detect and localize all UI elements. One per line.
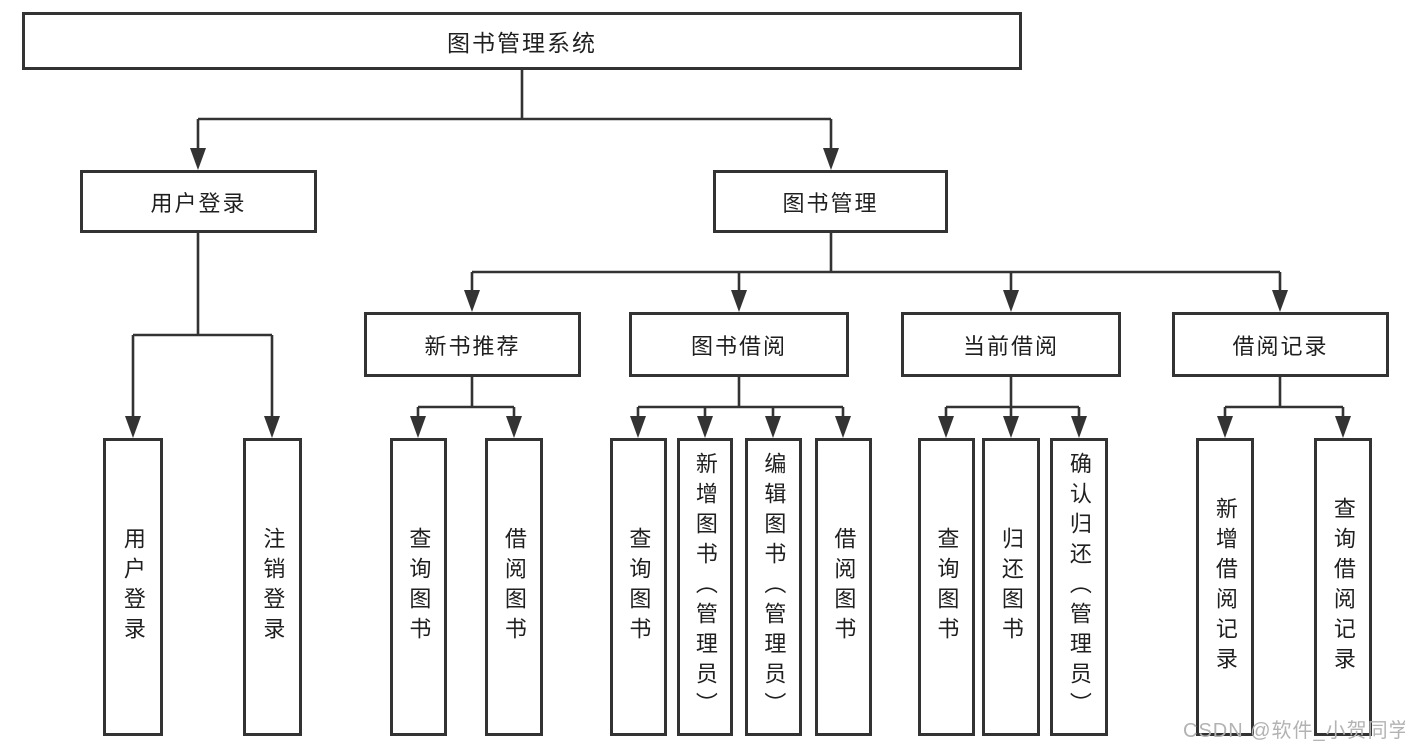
node-new-book-recommend: 新书推荐 (364, 312, 581, 377)
connector-bookborrow-to-leaves (630, 377, 851, 438)
node-borrow-records: 借阅记录 (1172, 312, 1389, 377)
leaf-add-borrow-record-label: 新增借阅记录 (1212, 497, 1238, 677)
leaf-query-borrow-record-label: 查询借阅记录 (1330, 497, 1356, 677)
leaf-add-borrow-record: 新增借阅记录 (1196, 438, 1254, 736)
node-current-borrowing: 当前借阅 (901, 312, 1121, 377)
connector-userlogin-to-leaves (125, 233, 280, 438)
leaf-borrow-books-label: 借阅图书 (831, 527, 857, 647)
leaf-edit-books-admin-label: 编辑图书（管理员） (761, 452, 787, 722)
node-book-borrowing: 图书借阅 (629, 312, 849, 377)
leaf-query-books-current-label: 查询图书 (934, 527, 960, 647)
connector-currentborrow-to-leaves (938, 377, 1087, 438)
leaf-query-books-current: 查询图书 (918, 438, 975, 736)
connector-newbooks-to-leaves (410, 377, 522, 438)
leaf-borrow-books-recommend-label: 借阅图书 (501, 527, 527, 647)
node-user-login-label: 用户登录 (150, 190, 247, 216)
node-book-management: 图书管理 (713, 170, 948, 233)
leaf-user-login-label: 用户登录 (120, 527, 146, 647)
leaf-confirm-return-admin-label: 确认归还（管理员） (1066, 452, 1092, 722)
node-user-login: 用户登录 (80, 170, 317, 233)
leaf-confirm-return-admin: 确认归还（管理员） (1050, 438, 1108, 736)
leaf-return-books-label: 归还图书 (998, 527, 1024, 647)
leaf-return-books: 归还图书 (982, 438, 1040, 736)
node-new-book-recommend-label: 新书推荐 (424, 333, 521, 359)
connector-records-to-leaves (1217, 377, 1351, 438)
watermark: CSDN @软件_小贺同学 (1183, 720, 1405, 742)
leaf-user-login: 用户登录 (103, 438, 163, 736)
node-book-management-label: 图书管理 (782, 190, 879, 216)
connector-bookmgmt-to-level3 (464, 233, 1288, 312)
leaf-add-books-admin: 新增图书（管理员） (677, 438, 733, 736)
leaf-borrow-books-recommend: 借阅图书 (485, 438, 543, 736)
node-book-borrowing-label: 图书借阅 (690, 333, 787, 359)
leaf-logout: 注销登录 (243, 438, 302, 736)
leaf-add-books-admin-label: 新增图书（管理员） (692, 452, 718, 722)
leaf-query-borrow-record: 查询借阅记录 (1314, 438, 1372, 736)
node-root: 图书管理系统 (22, 12, 1022, 70)
leaf-borrow-books: 借阅图书 (815, 438, 872, 736)
leaf-query-books-borrowing: 查询图书 (610, 438, 667, 736)
leaf-edit-books-admin: 编辑图书（管理员） (745, 438, 802, 736)
node-root-label: 图书管理系统 (447, 30, 597, 56)
leaf-logout-label: 注销登录 (260, 527, 286, 647)
leaf-query-books-recommend: 查询图书 (390, 438, 447, 736)
node-borrow-records-label: 借阅记录 (1232, 333, 1329, 359)
node-current-borrowing-label: 当前借阅 (962, 333, 1059, 359)
leaf-query-books-recommend-label: 查询图书 (406, 527, 432, 647)
connector-root-to-level2 (190, 70, 839, 170)
leaf-query-books-borrowing-label: 查询图书 (626, 527, 652, 647)
